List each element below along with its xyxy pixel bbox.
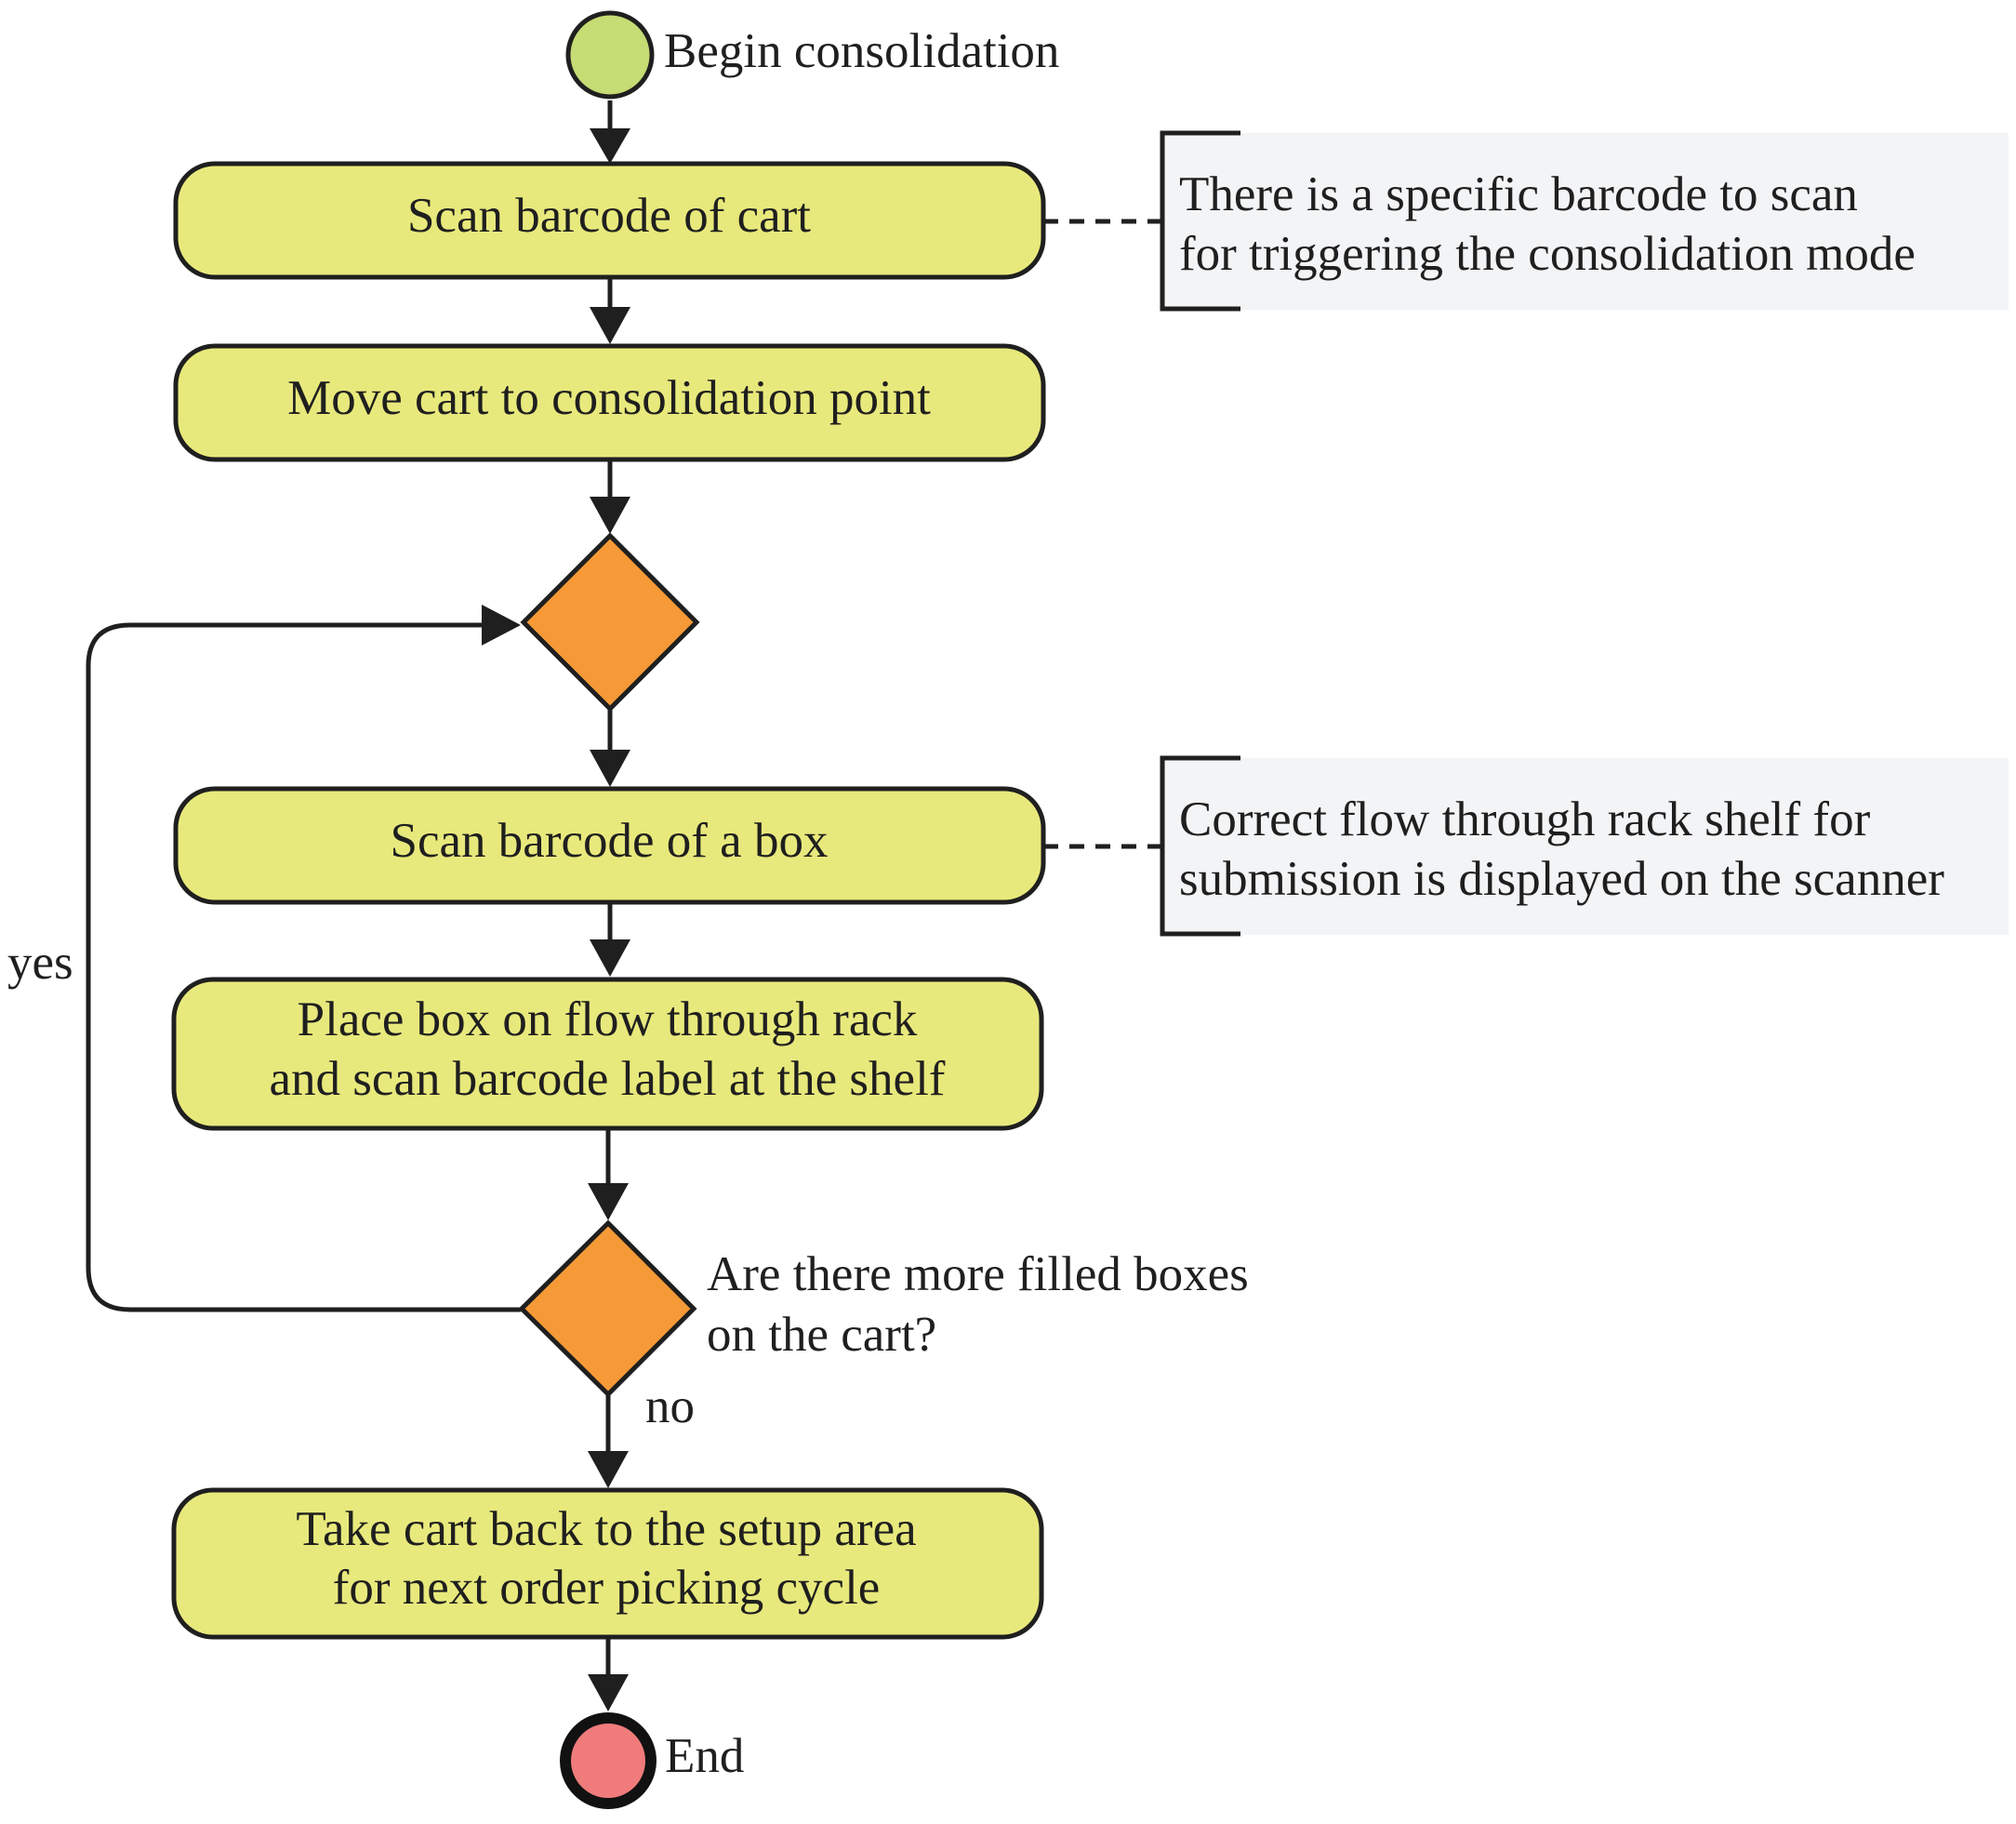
decision-label-line-2: on the cart? [707,1308,936,1362]
edge-label-yes: yes [7,936,73,990]
merge-node [520,532,700,712]
arrowhead [588,1183,629,1220]
action-label-line-2: for next order picking cycle [333,1561,881,1615]
arrowhead [590,750,630,787]
edge-decision-loop-yes [86,622,521,1312]
note-background [1162,133,2009,310]
arrowhead [588,1674,629,1711]
action-move-cart: Move cart to consolidation point [173,343,1046,462]
note-barcode-trigger: There is a specific barcode to scan for … [1160,130,2009,312]
start-circle [565,10,655,100]
note-background [1162,758,2009,935]
end-circle [560,1712,657,1809]
action-scan-box: Scan barcode of a box [173,786,1046,905]
start-label: Begin consolidation [664,24,1059,78]
note-shelf-display: Correct flow through rack shelf for subm… [1160,755,2009,937]
action-take-back: Take cart back to the setup area for nex… [171,1487,1044,1640]
end-label: End [665,1729,744,1783]
end-node: End [560,1712,744,1809]
start-node: Begin consolidation [565,10,1059,100]
action-box [173,786,1046,905]
note-line-2: submission is displayed on the scanner [1179,852,1944,906]
edges [86,100,1162,1711]
action-label: Scan barcode of a box [391,814,829,868]
action-box [171,977,1044,1131]
note-line-2: for triggering the consolidation mode [1179,227,1916,281]
decision-node [518,1219,697,1398]
action-label-line-1: Place box on flow through rack [298,992,918,1046]
action-box [171,1487,1044,1640]
note-line-1: There is a specific barcode to scan [1179,167,1858,221]
action-label: Move cart to consolidation point [287,371,931,425]
action-box [173,161,1046,280]
edge-label-no: no [645,1379,695,1433]
arrowhead [590,307,630,344]
decision-label-line-1: Are there more filled boxes [707,1247,1249,1301]
action-label-line-1: Take cart back to the setup area [296,1502,916,1556]
action-box [173,343,1046,462]
action-place-box: Place box on flow through rack and scan … [171,977,1044,1131]
note-bracket [1160,130,1240,312]
arrowhead [482,605,521,646]
note-line-1: Correct flow through rack shelf for [1179,792,1871,846]
decision-more-boxes: Are there more filled boxes on the cart? [518,1219,1249,1398]
action-label: Scan barcode of cart [407,189,811,243]
action-scan-cart: Scan barcode of cart [173,161,1046,280]
action-label-line-2: and scan barcode label at the shelf [270,1052,946,1106]
arrowhead [590,497,630,534]
note-bracket [1160,755,1240,937]
arrowhead [590,939,630,977]
arrowhead [590,128,630,164]
arrowhead [588,1451,629,1488]
